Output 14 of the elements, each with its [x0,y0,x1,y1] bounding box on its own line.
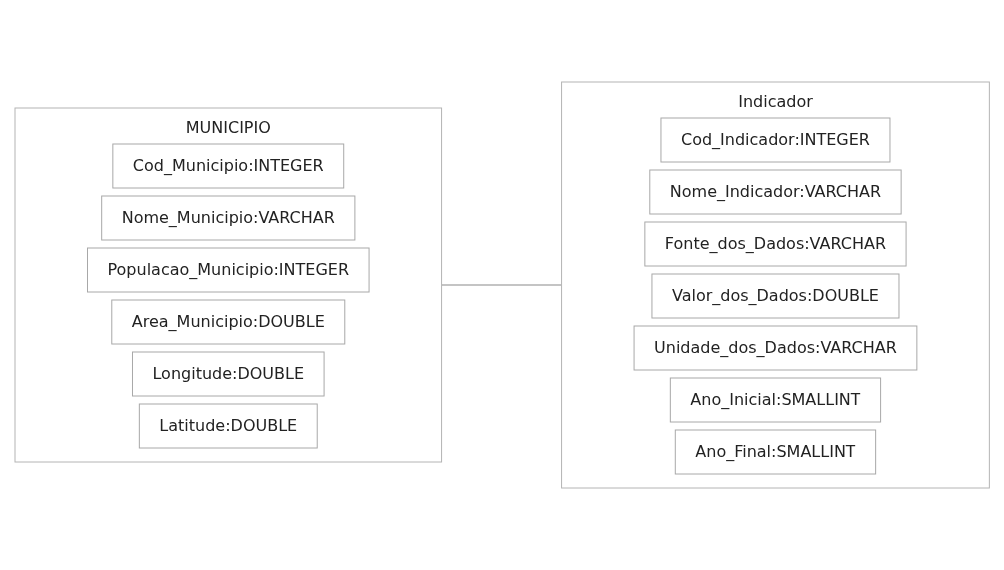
node-box: Unidade_dos_Dados:VARCHAR [633,325,918,371]
node-box: Cod_Indicador:INTEGER [660,117,891,163]
node-box: Nome_Indicador:VARCHAR [649,169,902,215]
node-box: Ano_Inicial:SMALLINT [669,377,881,423]
connector [440,284,563,286]
node-box: Area_Municipio:DOUBLE [111,299,346,345]
node-box: Populacao_Municipio:INTEGER [86,247,370,293]
node-box: Latitude:DOUBLE [138,403,318,449]
node-box: Nome_Municipio:VARCHAR [101,195,356,241]
node-box: Longitude:DOUBLE [131,351,325,397]
node-box: Valor_dos_Dados:DOUBLE [651,273,900,319]
node-box: Cod_Municipio:INTEGER [112,143,345,189]
node-box: Fonte_dos_Dados:VARCHAR [644,221,907,267]
node-box: Ano_Final:SMALLINT [674,429,876,475]
